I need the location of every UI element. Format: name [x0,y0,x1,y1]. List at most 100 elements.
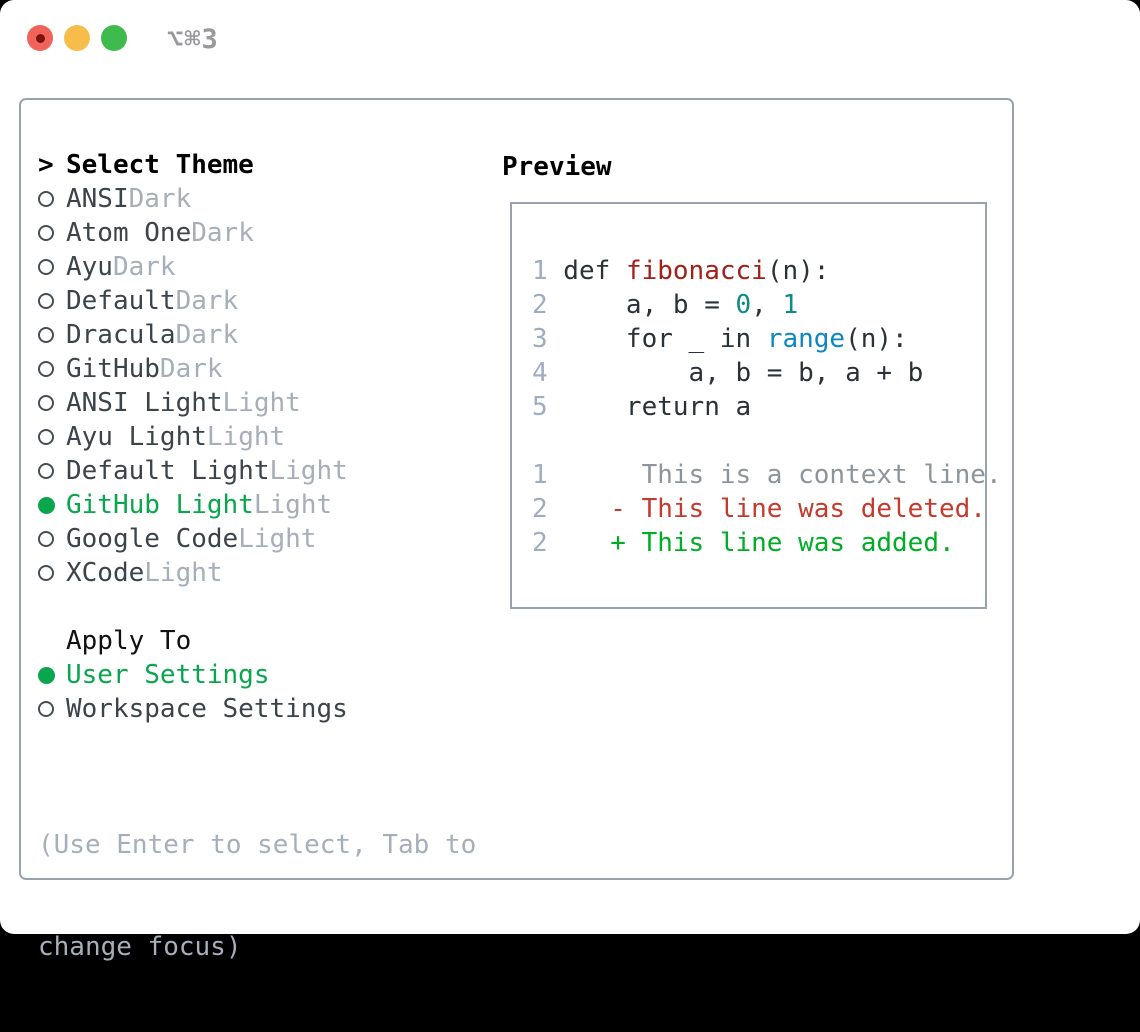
code-line: 2 - This line was deleted. [532,492,986,526]
radio-unselected-icon [38,293,66,309]
maximize-button[interactable] [101,25,127,51]
theme-option-name: GitHub Light [66,490,254,520]
theme-option-name: Default Light [66,456,270,486]
code-line: 2 + This line was added. [532,526,985,560]
apply-option-user-settings[interactable]: User Settings [38,658,476,692]
hint-text: (Use Enter to select, Tab to change focu… [38,760,476,1032]
preview-title: Preview [502,152,612,182]
code-token-p: def [547,256,626,286]
radio-circle [38,463,54,479]
radio-circle [38,191,54,207]
radio-selected-icon [38,666,66,684]
theme-option-variant: Dark [159,354,223,384]
apply-option-label: Workspace Settings [66,694,348,724]
code-token-fn: fibonacci [625,256,767,286]
theme-option-variant: Light [238,524,317,554]
window-shortcut-label: ⌥⌘3 [167,24,219,55]
theme-option-github-light[interactable]: GitHub Light Light [38,488,476,522]
theme-option-variant: Light [269,456,348,486]
theme-option-github[interactable]: GitHub Dark [38,352,476,386]
radio-circle [38,531,54,547]
line-number: 4 [532,358,548,388]
code-token-p: return a [547,392,752,422]
line-number: 1 [532,460,548,490]
radio-unselected-icon [38,259,66,275]
theme-option-default[interactable]: Default Dark [38,284,476,318]
code-token-del: - This line was deleted. [547,494,986,524]
code-line: 5 return a [532,390,985,424]
theme-list-header: > Select Theme [38,148,476,182]
theme-option-name: ANSI [66,184,129,214]
code-blank-line [532,424,985,458]
apply-option-workspace-settings[interactable]: Workspace Settings [38,692,476,726]
theme-option-name: Ayu Light [66,422,207,452]
minimize-button[interactable] [64,25,90,51]
theme-option-google-code[interactable]: Google Code Light [38,522,476,556]
theme-option-atom-one[interactable]: Atom One Dark [38,216,476,250]
radio-unselected-icon [38,701,66,717]
theme-option-name: ANSI Light [66,388,223,418]
radio-unselected-icon [38,395,66,411]
radio-unselected-icon [38,327,66,343]
code-token-add: + This line was added. [547,528,955,558]
code-token-ctx: This is a context line. [547,460,1002,490]
theme-option-variant: Dark [175,320,239,350]
hint-line-1: (Use Enter to select, Tab to [38,830,477,860]
line-number: 1 [532,256,548,286]
theme-option-name: Google Code [66,524,239,554]
theme-option-name: Atom One [66,218,192,248]
theme-option-ansi-light[interactable]: ANSI Light Light [38,386,476,420]
code-token-p: (n): [766,256,830,286]
radio-circle [38,429,54,445]
theme-option-xcode[interactable]: XCode Light [38,556,476,590]
theme-option-ayu[interactable]: Ayu Dark [38,250,476,284]
line-number: 5 [532,392,548,422]
apply-to-title: Apply To [66,626,192,656]
theme-option-name: Default [66,286,176,316]
line-number: 3 [532,324,548,354]
radio-unselected-icon [38,463,66,479]
radio-circle [38,496,55,514]
radio-circle [38,565,54,581]
code-token-p: for _ in [547,324,767,354]
radio-selected-icon [38,496,66,514]
theme-option-dracula[interactable]: Dracula Dark [38,318,476,352]
theme-option-default-light[interactable]: Default Light Light [38,454,476,488]
theme-option-name: Ayu [66,252,113,282]
theme-option-ansi[interactable]: ANSI Dark [38,182,476,216]
theme-option-variant: Light [253,490,333,520]
apply-to-header: Apply To [38,624,476,658]
radio-unselected-icon [38,225,66,241]
traffic-lights [27,25,127,51]
close-button[interactable] [27,25,53,51]
radio-circle [38,259,54,275]
code-token-p: a, b = [547,290,736,320]
line-number: 2 [532,494,548,524]
code-token-p: a, b = b, a + b [547,358,924,388]
theme-option-name: GitHub [66,354,160,384]
theme-option-name: XCode [66,558,145,588]
theme-option-name: Dracula [66,320,176,350]
theme-option-ayu-light[interactable]: Ayu Light Light [38,420,476,454]
apply-option-label: User Settings [66,660,270,690]
theme-option-variant: Dark [191,218,254,248]
line-number: 2 [532,290,548,320]
code-token-nu: 1 [782,290,799,320]
code-line: 2 a, b = 0, 1 [532,288,985,322]
radio-circle [38,395,54,411]
radio-circle [38,361,54,377]
hint-line-2: change focus) [38,932,242,962]
code-line: 4 a, b = b, a + b [532,356,985,390]
radio-circle [38,701,54,717]
close-dot-icon [35,33,45,43]
code-line: 1 def fibonacci(n): [532,254,985,288]
theme-list-title: Select Theme [66,150,254,180]
code-line: 3 for _ in range(n): [532,322,985,356]
